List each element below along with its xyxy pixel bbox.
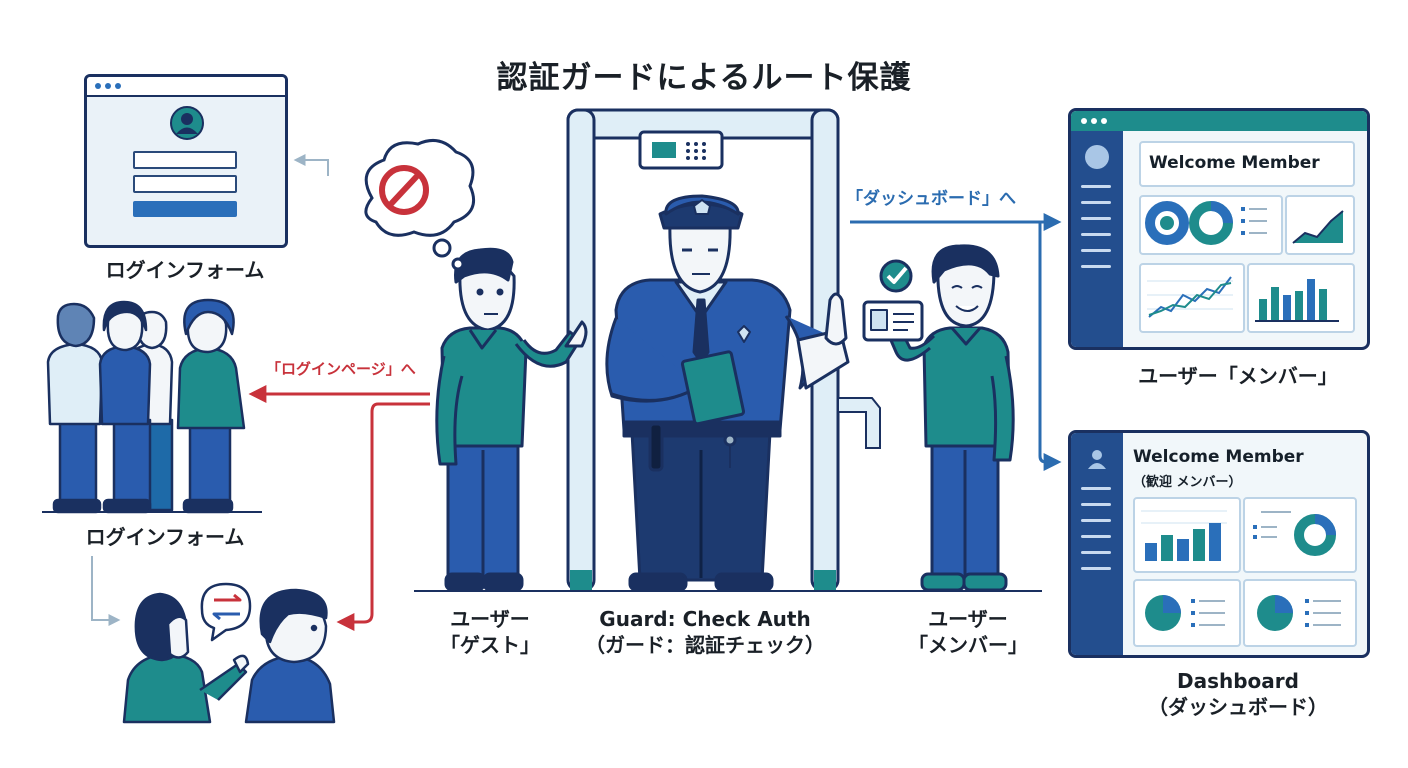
pie-chart-card xyxy=(1243,579,1357,647)
line-chart-card xyxy=(1139,263,1245,333)
page-title: 認証ガードによるルート保護 xyxy=(496,60,912,96)
avatar-icon xyxy=(1085,145,1109,169)
sidebar-line[interactable] xyxy=(1081,567,1111,570)
login-queue xyxy=(42,298,262,514)
dashboard-sidebar xyxy=(1071,433,1123,655)
login-form-window xyxy=(84,74,288,248)
welcome-text: Welcome Member xyxy=(1133,447,1304,467)
window-titlebar xyxy=(87,77,285,97)
window-titlebar xyxy=(1071,111,1367,131)
member-figure xyxy=(862,244,1015,592)
login-form-label-bottom: ログインフォーム xyxy=(85,525,245,549)
sidebar-line[interactable] xyxy=(1081,185,1111,188)
grey-arrows xyxy=(91,154,329,626)
donut-card xyxy=(1139,195,1283,255)
sidebar-line[interactable] xyxy=(1081,519,1111,522)
window-dot xyxy=(115,83,121,89)
window-dot xyxy=(1091,118,1097,124)
to-dashboard-label: 「ダッシュボード」へ xyxy=(846,189,1016,209)
bar-chart xyxy=(1141,510,1227,561)
to-login-label: 「ログインページ」へ xyxy=(266,360,416,378)
member-label: ユーザー 「メンバー」 xyxy=(878,606,1058,658)
pie-chart xyxy=(1145,595,1225,631)
member-label-line1: ユーザー xyxy=(928,607,1008,631)
guest-figure xyxy=(435,247,588,592)
sidebar-line[interactable] xyxy=(1081,217,1111,220)
guest-label-line2: 「ゲスト」 xyxy=(440,633,540,657)
window-dot xyxy=(1081,118,1087,124)
dashboard-window-bottom: Welcome Member （歓迎 メンバー） xyxy=(1068,430,1370,658)
exchange-icon xyxy=(200,582,252,642)
line-chart xyxy=(1147,276,1233,318)
dashboard-label: Dashboard （ダッシュボード） xyxy=(1098,668,1378,720)
sidebar-line[interactable] xyxy=(1081,201,1111,204)
window-dot xyxy=(95,83,101,89)
guard-label: Guard: Check Auth （ガード：認証チェック） xyxy=(555,606,855,658)
keypad-icon xyxy=(638,130,724,170)
pie-chart-card xyxy=(1133,579,1241,647)
sidebar-line[interactable] xyxy=(1081,265,1111,268)
conversation-pair xyxy=(122,582,336,724)
check-icon xyxy=(879,259,913,293)
welcome-subtext: （歓迎 メンバー） xyxy=(1133,475,1242,490)
thought-bubble xyxy=(364,138,475,271)
member-label-line2: 「メンバー」 xyxy=(908,633,1028,657)
sidebar-line[interactable] xyxy=(1081,503,1111,506)
id-card xyxy=(862,300,924,342)
dashboard-sidebar xyxy=(1071,131,1123,347)
dashboard-label-line1: Dashboard xyxy=(1177,669,1299,693)
donut-card xyxy=(1243,497,1357,573)
guard-figure xyxy=(605,194,850,592)
blue-arrows xyxy=(850,213,1062,471)
bar-chart-card xyxy=(1133,497,1241,573)
dashboard-label-line2: （ダッシュボード） xyxy=(1148,695,1328,719)
avatar-icon xyxy=(1088,450,1106,469)
bar-chart xyxy=(1255,279,1339,322)
area-chart-card xyxy=(1285,195,1355,255)
no-entry-icon xyxy=(379,165,429,215)
dashboard-window-top: Welcome Member xyxy=(1068,108,1370,350)
security-gate xyxy=(566,108,881,592)
window-dot xyxy=(1101,118,1107,124)
sidebar-line[interactable] xyxy=(1081,535,1111,538)
sidebar-line[interactable] xyxy=(1081,249,1111,252)
sidebar-line[interactable] xyxy=(1081,551,1111,554)
guard-label-line2: （ガード：認証チェック） xyxy=(585,633,825,657)
bar-chart-card xyxy=(1247,263,1355,333)
red-arrows xyxy=(248,385,430,631)
login-form-label-top: ログインフォーム xyxy=(105,258,265,282)
guest-label: ユーザー 「ゲスト」 xyxy=(400,606,580,658)
window-dot xyxy=(105,83,111,89)
avatar-icon xyxy=(170,106,204,140)
guard-label-line1: Guard: Check Auth xyxy=(599,607,811,631)
login-button[interactable] xyxy=(133,201,237,217)
guest-label-line1: ユーザー xyxy=(450,607,530,631)
user-member-label: ユーザー「メンバー」 xyxy=(1138,364,1338,388)
donut-charts xyxy=(1145,201,1267,245)
donut-chart xyxy=(1253,511,1336,556)
sidebar-line[interactable] xyxy=(1081,487,1111,490)
welcome-card: Welcome Member xyxy=(1139,141,1355,187)
username-field[interactable] xyxy=(133,151,237,169)
pie-chart xyxy=(1257,595,1341,631)
sidebar-line[interactable] xyxy=(1081,233,1111,236)
area-chart xyxy=(1292,210,1344,244)
password-field[interactable] xyxy=(133,175,237,193)
welcome-text: Welcome Member xyxy=(1149,153,1320,173)
